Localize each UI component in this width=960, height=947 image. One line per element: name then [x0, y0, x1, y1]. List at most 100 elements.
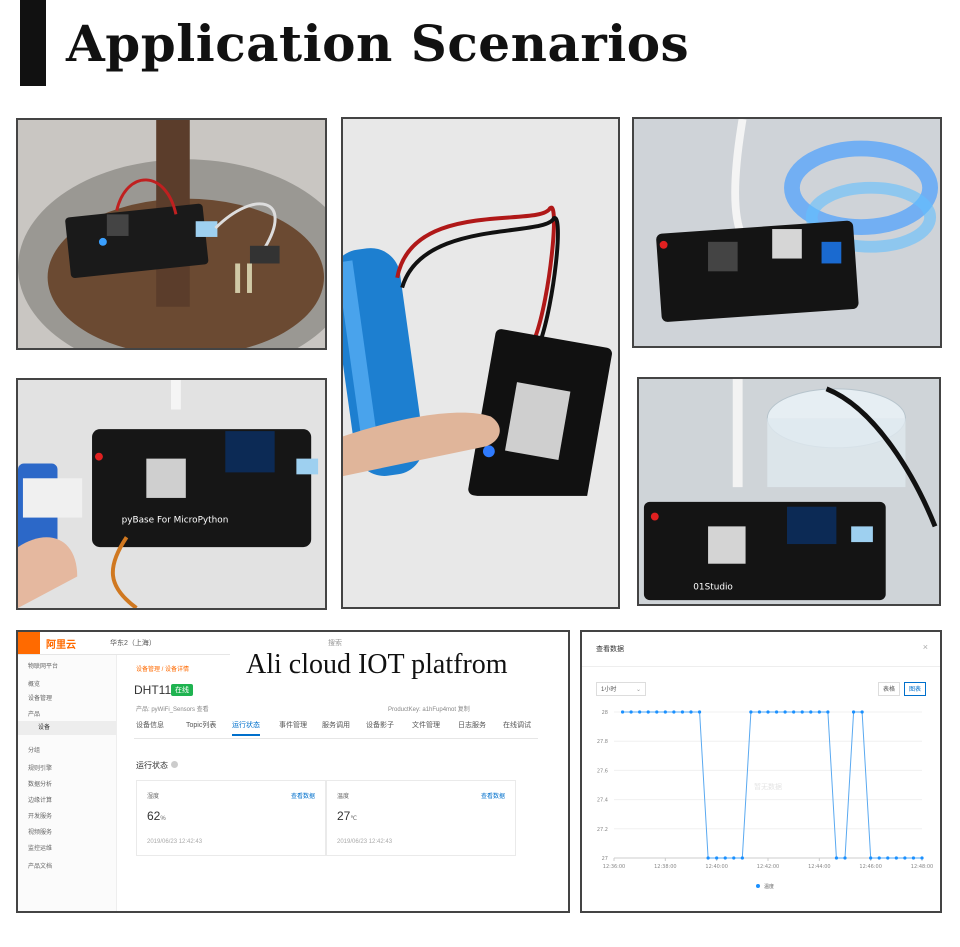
data-point	[911, 856, 916, 860]
tab-item[interactable]: 事件管理	[279, 722, 307, 729]
tab-divider	[134, 738, 538, 739]
section-title: 运行状态	[136, 761, 168, 770]
sidebar-item-label: 产品	[28, 712, 41, 718]
sidebar-item[interactable]: 产品文档	[28, 861, 52, 870]
view-data-link[interactable]: 查看数据	[480, 794, 505, 800]
data-point	[697, 710, 702, 714]
y-tick-label: 27	[602, 856, 608, 862]
chevron-down-icon: ⌄	[38, 796, 45, 802]
card-value: 27℃	[337, 809, 357, 823]
region-select[interactable]: 华东2（上海）	[110, 640, 156, 647]
x-tick-label: 12:38:00	[654, 864, 676, 870]
legend-marker	[756, 884, 760, 888]
tab-item[interactable]: 设备影子	[366, 722, 394, 729]
table-view-button[interactable]: 表格	[878, 682, 900, 696]
tab-item[interactable]: 文件管理	[412, 722, 440, 729]
sidebar-item[interactable]: 产品	[28, 709, 40, 718]
sidebar-item[interactable]: 设备	[18, 721, 116, 735]
sidebar: 物联网平台概览设备管理⌄产品设备分组规则引擎数据分析⌄边缘计算⌄开发服务⌄视频服…	[18, 655, 117, 911]
data-point	[723, 856, 727, 860]
sidebar-item-label: 规则引擎	[28, 766, 53, 772]
data-point	[843, 856, 847, 860]
sidebar-item[interactable]: 物联网平台	[28, 661, 58, 670]
sidebar-item-label: 开发服务	[28, 814, 53, 820]
value-number: 27	[337, 809, 351, 823]
data-point	[886, 856, 890, 860]
sidebar-item-label: 设备管理	[28, 696, 53, 702]
ali-cloud-panel: 阿里云 华东2（上海） 搜索 Ali cloud IOT platfrom 物联…	[16, 630, 570, 913]
tab-item[interactable]: 日志服务	[458, 722, 486, 729]
info-icon[interactable]	[171, 761, 178, 768]
data-point	[894, 856, 898, 860]
sidebar-item-label: 物联网平台	[28, 664, 59, 670]
y-tick-label: 27.2	[597, 827, 608, 833]
chart-view-button[interactable]: 图表	[904, 682, 926, 696]
sidebar-item-label: 边缘计算	[28, 798, 53, 804]
data-point	[663, 710, 667, 714]
data-point	[834, 856, 839, 860]
data-point	[766, 710, 770, 714]
sidebar-item[interactable]: 边缘计算⌄	[28, 795, 52, 804]
sidebar-item[interactable]: 开发服务⌄	[28, 811, 52, 820]
tab-item[interactable]: 服务调用	[322, 722, 350, 729]
data-point	[680, 710, 685, 714]
chevron-down-icon: ⌄	[38, 780, 45, 786]
sidebar-item-label: 分组	[28, 748, 41, 754]
tab-item[interactable]: 在线调试	[503, 722, 531, 729]
data-point	[817, 710, 821, 714]
sidebar-item-label: 视频服务	[28, 830, 53, 836]
data-point	[800, 710, 804, 714]
tab-item[interactable]: 运行状态	[232, 720, 260, 736]
chevron-down-icon: ⌄	[38, 828, 45, 834]
chevron-down-icon: ⌄	[635, 687, 641, 693]
sidebar-item[interactable]: 分组	[28, 745, 40, 754]
card-label: 温度	[337, 794, 350, 800]
aliyun-logo[interactable]: 阿里云	[46, 640, 76, 651]
value-unit: ℃	[350, 816, 358, 822]
legend-label: 温度	[764, 883, 774, 890]
sidebar-item[interactable]: 规则引擎	[28, 763, 52, 772]
data-point	[689, 710, 693, 714]
data-point	[792, 710, 796, 714]
card-timestamp: 2019/06/23 12:42:43	[147, 839, 203, 845]
sidebar-item[interactable]: 视频服务⌄	[28, 827, 52, 836]
close-icon[interactable]: ×	[922, 642, 928, 652]
product-meta: 产品: pyWiFi_Sensors 查看	[136, 707, 209, 713]
sidebar-item[interactable]: 设备管理⌄	[28, 693, 52, 702]
data-point	[732, 856, 736, 860]
data-point	[629, 710, 633, 714]
photo-led-strip	[632, 117, 942, 348]
data-point	[655, 710, 659, 714]
data-point	[860, 710, 864, 714]
tab-item[interactable]: Topic列表	[186, 722, 217, 729]
sidebar-item[interactable]: 监控运维⌄	[28, 843, 52, 852]
time-range-select[interactable]: 1小时⌄	[596, 682, 646, 696]
tab-item[interactable]: 设备信息	[136, 722, 164, 729]
sidebar-item-label: 数据分析	[28, 782, 53, 788]
search-input[interactable]: 搜索	[328, 640, 342, 647]
data-point	[646, 710, 650, 714]
data-point	[749, 710, 753, 714]
data-point	[903, 856, 907, 860]
data-point	[706, 856, 710, 860]
view-data-link[interactable]: 查看数据	[290, 794, 315, 800]
temperature-card: 温度 查看数据 27℃ 2019/06/23 12:42:43	[326, 780, 516, 856]
photo-water-temp: 01Studio	[637, 377, 941, 606]
sidebar-item[interactable]: 概览	[28, 679, 40, 688]
value-number: 62	[147, 809, 161, 823]
data-point	[740, 856, 744, 860]
sidebar-item[interactable]: 数据分析⌄	[28, 779, 52, 788]
sidebar-item-label: 概览	[28, 682, 41, 688]
menu-icon[interactable]	[18, 632, 40, 654]
data-point	[869, 856, 873, 860]
data-point	[620, 710, 625, 714]
breadcrumb[interactable]: 设备管理 / 设备详情	[136, 667, 190, 673]
panel-header: 查看数据	[596, 646, 624, 653]
productkey-meta: ProductKey: a1hFup4mot 复制	[388, 707, 470, 713]
data-point	[877, 856, 881, 860]
data-point	[851, 710, 856, 714]
header-divider	[582, 666, 940, 667]
data-point	[774, 710, 779, 714]
